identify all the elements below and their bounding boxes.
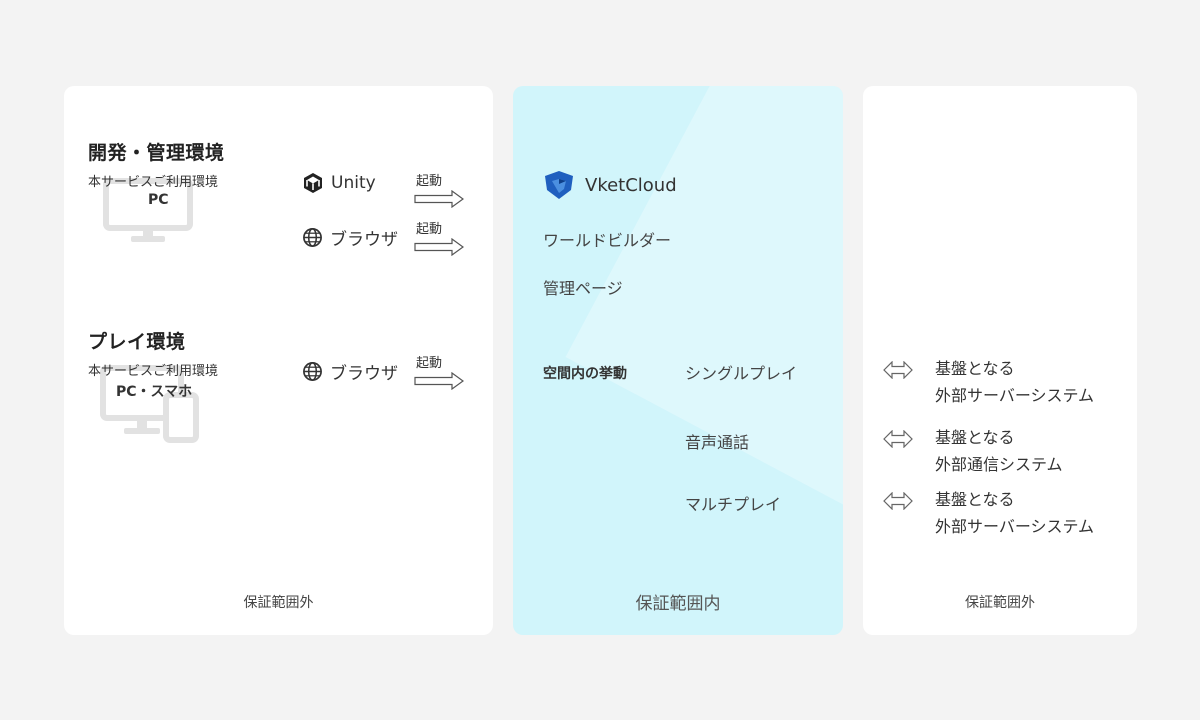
out-of-scope-client-panel: 開発・管理環境 本サービスご利用環境 PC Unity 起動 ブラウザ 起動 [64, 86, 493, 635]
arrow-right-icon [414, 372, 464, 390]
play-env-subtitle: 本サービスご利用環境 [88, 364, 219, 379]
monitor-icon [103, 178, 193, 242]
dev-env-device: PC [148, 192, 169, 208]
panel-sheen [565, 86, 843, 555]
launch-label: 起動 [416, 222, 443, 237]
in-space-behavior-label: 空間内の挙動 [543, 366, 627, 382]
external-system-line2: 外部サーバーシステム [935, 517, 1095, 536]
unity-tool: Unity [302, 172, 376, 194]
left-footer-out-of-scope: 保証範囲外 [243, 595, 314, 611]
play-env-device: PC・スマホ [116, 384, 193, 400]
launch-label: 起動 [416, 356, 443, 371]
play-env-title: プレイ環境 [88, 331, 186, 353]
middle-footer-in-scope: 保証範囲内 [635, 594, 721, 614]
multi-play-item: マルチプレイ [685, 495, 782, 514]
globe-icon [303, 228, 322, 247]
vketcloud-logo-text: VketCloud [585, 174, 677, 196]
external-system-line1: 基盤となる [935, 428, 1015, 447]
external-system-text: 基盤となる 外部サーバーシステム [935, 355, 1094, 409]
external-system-text: 基盤となる 外部通信システム [935, 424, 1063, 478]
unity-label: Unity [331, 173, 376, 193]
unity-icon [304, 173, 322, 193]
external-system-line1: 基盤となる [935, 359, 1015, 378]
single-play-item: シングルプレイ [685, 364, 798, 383]
unity-launch-arrow: 起動 [414, 170, 466, 208]
browser-label: ブラウザ [330, 230, 398, 250]
browser-launch-arrow-play: 起動 [414, 352, 466, 390]
launch-label: 起動 [416, 174, 443, 189]
double-arrow-icon [883, 361, 913, 379]
world-builder-item: ワールドビルダー [543, 231, 672, 250]
vketcloud-shield-icon [545, 171, 573, 199]
browser-tool-dev: ブラウザ [302, 225, 398, 250]
browser-tool-play: ブラウザ [302, 359, 398, 384]
external-system-text: 基盤となる 外部サーバーシステム [935, 486, 1094, 540]
arrow-right-icon [414, 238, 464, 256]
external-comm-row: 基盤となる 外部通信システム [883, 424, 1063, 478]
external-system-line2: 外部サーバーシステム [935, 386, 1095, 405]
voice-chat-item: 音声通話 [685, 433, 750, 452]
browser-label: ブラウザ [330, 364, 398, 384]
external-system-line1: 基盤となる [935, 490, 1015, 509]
external-server-row: 基盤となる 外部サーバーシステム [883, 355, 1094, 409]
in-scope-vketcloud-panel: VketCloud ワールドビルダー 管理ページ 空間内の挙動 シングルプレイ … [513, 86, 843, 635]
dev-env-subtitle: 本サービスご利用環境 [88, 175, 219, 190]
browser-launch-arrow-dev: 起動 [414, 218, 466, 256]
right-footer-out-of-scope: 保証範囲外 [965, 595, 1035, 611]
dev-env-title: 開発・管理環境 [88, 142, 225, 164]
globe-icon [303, 362, 322, 381]
double-arrow-icon [883, 492, 913, 510]
double-arrow-icon [883, 430, 913, 448]
vketcloud-logo: VketCloud [543, 170, 677, 200]
pc-smartphone-icon [100, 365, 199, 443]
external-system-line2: 外部通信システム [935, 455, 1063, 474]
out-of-scope-external-panel: 基盤となる 外部サーバーシステム 基盤となる 外部通信システム 基盤となる 外部… [863, 86, 1137, 635]
arrow-right-icon [414, 190, 464, 208]
admin-page-item: 管理ページ [543, 279, 623, 298]
external-server-row-2: 基盤となる 外部サーバーシステム [883, 486, 1094, 540]
